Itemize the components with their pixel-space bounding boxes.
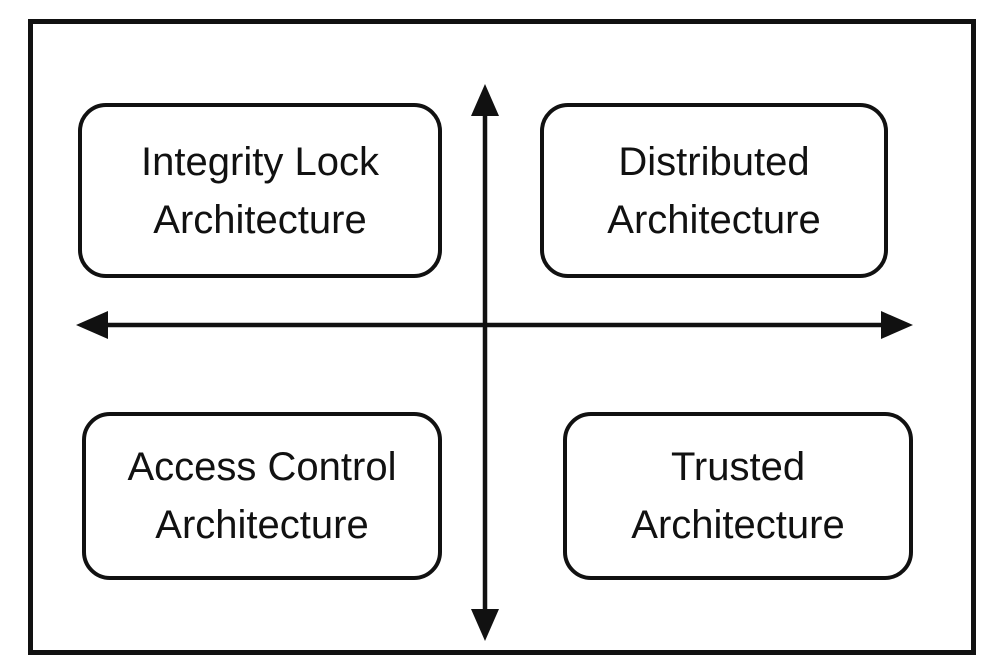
node-label-line: Integrity Lock	[141, 139, 379, 184]
node-access-control-architecture: Access Control Architecture	[82, 412, 442, 580]
node-integrity-lock-architecture: Integrity Lock Architecture	[78, 103, 442, 278]
node-label-line: Distributed	[618, 139, 810, 184]
node-distributed-architecture: Distributed Architecture	[540, 103, 888, 278]
node-label-line: Architecture	[631, 503, 845, 547]
node-trusted-architecture: Trusted Architecture	[563, 412, 913, 580]
node-label-line: Architecture	[155, 503, 369, 547]
node-label-line: Access Control	[127, 445, 397, 489]
outer-frame	[28, 19, 976, 655]
node-label-line: Trusted	[670, 445, 806, 489]
node-label-line: Architecture	[607, 197, 821, 242]
node-label-line: Architecture	[153, 197, 367, 242]
